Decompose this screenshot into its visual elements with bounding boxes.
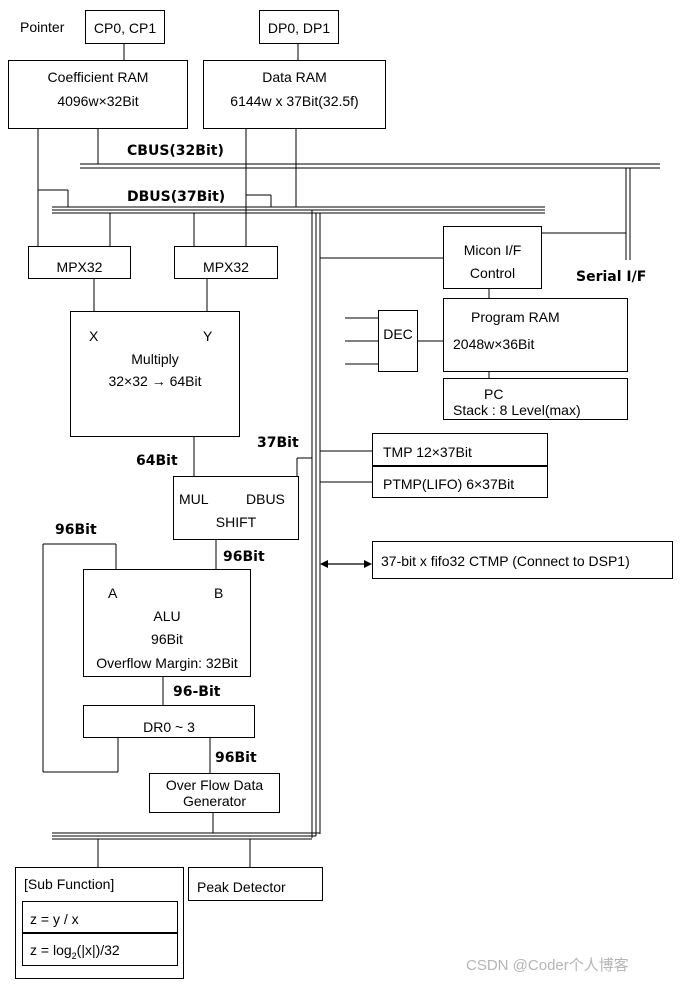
watermark: CSDN @Coder个人博客 xyxy=(466,957,629,974)
micon-if-control: Control xyxy=(469,265,516,281)
sub-function-divide: z = y / x xyxy=(30,911,79,927)
sub-function-log-box: z = log2(|x|)/32 xyxy=(22,933,178,966)
shift-box: MUL DBUS SHIFT xyxy=(173,476,299,540)
sub-function-log: z = log2(|x|)/32 xyxy=(30,943,120,961)
ptmp-box: PTMP(LIFO) 6×37Bit xyxy=(372,466,548,498)
sub-function-divide-box: z = y / x xyxy=(22,901,178,933)
sub-function-title: [Sub Function] xyxy=(24,876,115,892)
peak-detector-box: Peak Detector xyxy=(188,867,323,901)
mpx-left-box: MPX32 xyxy=(28,246,131,279)
multiply-box: X Y Multiply 32×32 → 64Bit xyxy=(70,311,240,437)
serial-if-label: Serial I/F xyxy=(576,269,647,285)
pc-box: PC Stack : 8 Level(max) xyxy=(443,378,628,420)
bits-96-shift-label: 96Bit xyxy=(223,549,265,565)
coefficient-ram-box: Coefficient RAM 4096w×32Bit xyxy=(8,60,188,129)
dp-pointer-label: DP0, DP1 xyxy=(267,20,331,36)
multiply-spec: 32×32 → 64Bit xyxy=(108,373,202,389)
program-ram-title: Program RAM xyxy=(471,309,560,325)
bits-96-bottom-label: 96Bit xyxy=(215,750,257,766)
alu-title: ALU xyxy=(153,608,181,624)
alu-a-input: A xyxy=(108,585,118,601)
bits-96-loop-label: 96Bit xyxy=(55,522,97,538)
overflow-generator-box: Over Flow Data Generator xyxy=(149,773,280,813)
data-ram-title: Data RAM xyxy=(262,69,327,85)
multiply-y-input: Y xyxy=(203,328,213,344)
alu-box: A B ALU 96Bit Overflow Margin: 32Bit xyxy=(83,569,251,677)
multiply-x-input: X xyxy=(89,328,99,344)
bits-37-label: 37Bit xyxy=(257,435,299,451)
coefficient-ram-size: 4096w×32Bit xyxy=(57,93,139,109)
dec-box: DEC xyxy=(378,310,418,372)
peak-detector-label: Peak Detector xyxy=(197,879,286,895)
program-ram-size: 2048w×36Bit xyxy=(453,336,535,352)
program-ram-box: Program RAM 2048w×36Bit xyxy=(443,298,628,372)
dec-label: DEC xyxy=(383,326,413,342)
sub-function-log-prefix: z = log xyxy=(30,942,72,958)
bits-96-dash-label: 96-Bit xyxy=(173,684,221,700)
alu-b-input: B xyxy=(214,585,224,601)
coefficient-ram-title: Coefficient RAM xyxy=(47,69,149,85)
shift-dbus-label: DBUS xyxy=(246,491,285,507)
data-ram-size: 6144w x 37Bit(32.5f) xyxy=(230,93,359,109)
dr-register-label: DR0 ~ 3 xyxy=(143,719,195,735)
mpx-left-label: MPX32 xyxy=(56,259,103,275)
cp-pointer-label: CP0, CP1 xyxy=(93,20,157,36)
overflow-generator-line2: Generator xyxy=(182,793,247,809)
dr-register-box: DR0 ~ 3 xyxy=(83,705,255,738)
mpx-right-label: MPX32 xyxy=(203,259,249,275)
alu-overflow-margin: Overflow Margin: 32Bit xyxy=(96,655,238,671)
tmp-box: TMP 12×37Bit xyxy=(372,433,548,466)
fifo-ctmp-label: 37-bit x fifo32 CTMP (Connect to DSP1) xyxy=(381,553,630,569)
bits-64-label: 64Bit xyxy=(136,453,178,469)
pc-title: PC xyxy=(484,386,504,402)
cbus-label: CBUS(32Bit) xyxy=(127,143,224,159)
overflow-generator-line1: Over Flow Data xyxy=(165,777,264,793)
pointer-label: Pointer xyxy=(20,19,65,35)
pc-stack: Stack : 8 Level(max) xyxy=(453,402,581,418)
sub-function-log-suffix: (|x|)/32 xyxy=(76,942,120,958)
shift-title: SHIFT xyxy=(215,514,257,530)
alu-bits: 96Bit xyxy=(151,631,183,647)
micon-if-box: Micon I/F Control xyxy=(443,226,542,289)
data-ram-box: Data RAM 6144w x 37Bit(32.5f) xyxy=(203,60,386,129)
shift-mul-label: MUL xyxy=(179,491,209,507)
sub-function-log-base: 2 xyxy=(71,950,77,961)
fifo-ctmp-box: 37-bit x fifo32 CTMP (Connect to DSP1) xyxy=(372,541,673,579)
dbus-label: DBUS(37Bit) xyxy=(127,189,226,205)
dp-pointer-box: DP0, DP1 xyxy=(259,10,339,44)
micon-if-title: Micon I/F xyxy=(463,242,522,258)
multiply-title: Multiply xyxy=(131,351,179,367)
tmp-label: TMP 12×37Bit xyxy=(383,444,472,460)
ptmp-label: PTMP(LIFO) 6×37Bit xyxy=(383,476,515,492)
mpx-right-box: MPX32 xyxy=(174,246,278,279)
cp-pointer-box: CP0, CP1 xyxy=(85,10,165,44)
